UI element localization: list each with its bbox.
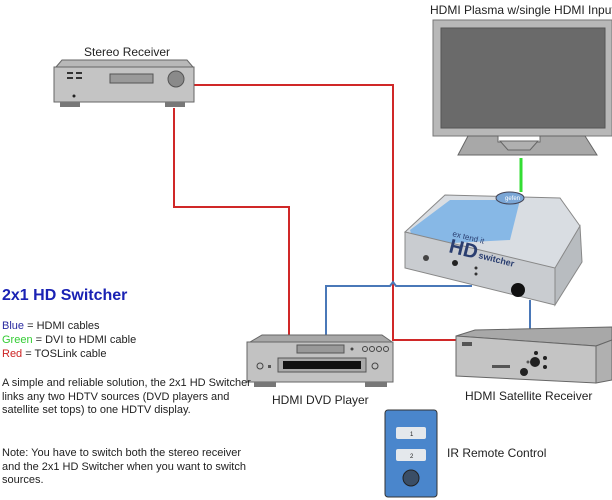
legend-color-word: Green bbox=[2, 334, 33, 346]
dvd-player-label: HDMI DVD Player bbox=[272, 393, 369, 407]
legend-toslink: Red = TOSLink cable bbox=[2, 348, 106, 360]
note: Note: You have to switch both the stereo… bbox=[2, 447, 246, 486]
toslink-cable-receiver-satellite bbox=[192, 84, 456, 341]
legend-text: = TOSLink cable bbox=[22, 348, 107, 360]
legend-color-word: Blue bbox=[2, 320, 25, 332]
plasma-label: HDMI Plasma w/single HDMI Input bbox=[430, 3, 612, 17]
dvd-player bbox=[246, 334, 394, 387]
satellite-receiver-label: HDMI Satellite Receiver bbox=[465, 389, 593, 403]
legend-dvi: Green = DVI to HDMI cable bbox=[2, 334, 136, 346]
plasma-tv bbox=[432, 19, 612, 156]
remote-label: IR Remote Control bbox=[447, 446, 547, 460]
description: A simple and reliable solution, the 2x1 … bbox=[2, 377, 251, 416]
satellite-receiver bbox=[455, 326, 612, 384]
legend-hdmi: Blue = HDMI cables bbox=[2, 320, 100, 332]
cables bbox=[173, 84, 531, 341]
stereo-receiver-label: Stereo Receiver bbox=[84, 45, 171, 59]
legend-color-word: Red bbox=[2, 348, 23, 360]
hd-switcher: gefen ex tend it HD switcher bbox=[403, 191, 583, 307]
ir-remote: 1 2 bbox=[384, 409, 438, 498]
panel-title: 2x1 HD Switcher bbox=[2, 287, 128, 304]
stereo-receiver bbox=[53, 59, 195, 107]
legend-text: = HDMI cables bbox=[24, 320, 100, 332]
toslink-cable-receiver-dvd bbox=[173, 108, 290, 336]
hdmi-cable-dvd-switcher bbox=[325, 280, 472, 336]
brand-logo: gefen bbox=[505, 196, 520, 202]
legend-text: = DVI to HDMI cable bbox=[32, 334, 137, 346]
remote-button-1: 1 bbox=[410, 432, 414, 438]
remote-button-2: 2 bbox=[410, 454, 414, 460]
